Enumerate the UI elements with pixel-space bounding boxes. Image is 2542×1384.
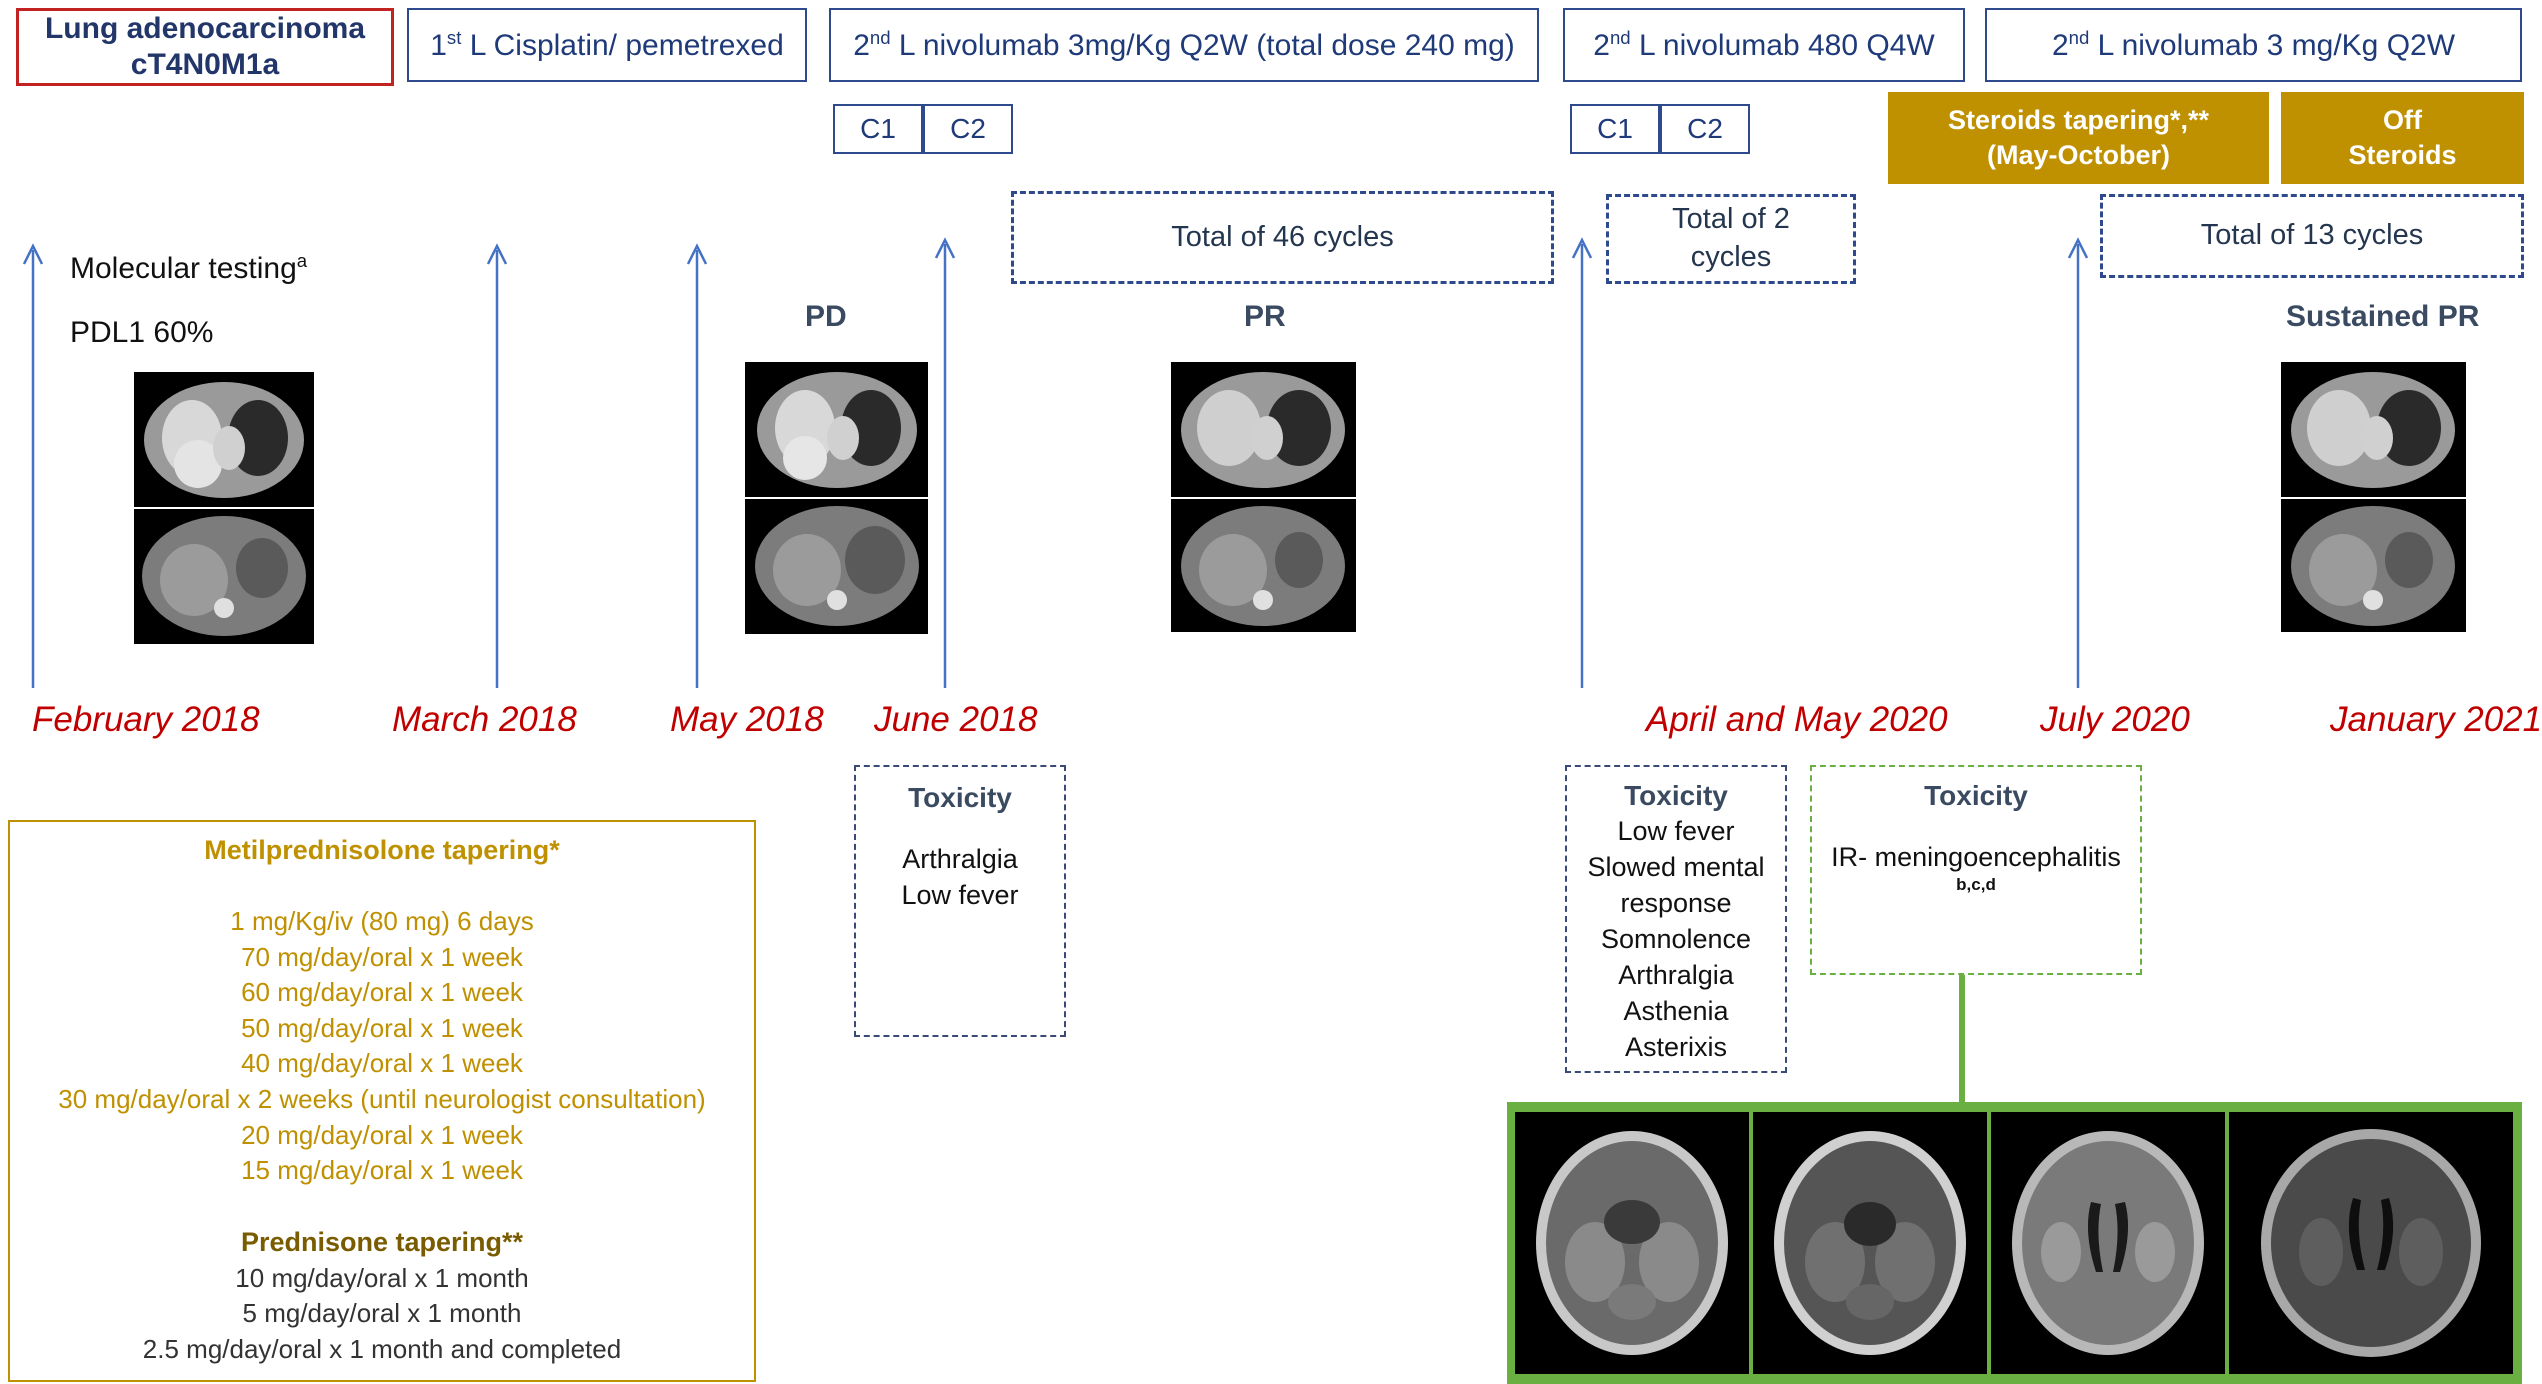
scheme-line: 30 mg/day/oral x 2 weeks (until neurolog… (58, 1084, 706, 1115)
cycle-c1-b: C1 (1570, 104, 1660, 154)
scheme-line: 10 mg/day/oral x 1 month (235, 1262, 529, 1293)
ct-scan-pr (1171, 362, 1356, 632)
scheme-line: 5 mg/day/oral x 1 month (242, 1298, 522, 1329)
scheme-line: 40 mg/day/oral x 1 week (241, 1048, 523, 1079)
mri-image-3 (1991, 1112, 2225, 1374)
toxicity-item: response (1620, 888, 1732, 919)
total-46-label: Total of 46 cycles (1171, 220, 1394, 253)
first-line-label: 1st L Cisplatin/ pemetrexed (430, 27, 784, 62)
scheme-line: 20 mg/day/oral x 1 week (241, 1119, 523, 1150)
steroid-tapering-bar: Steroids tapering*,** (May-October) (1888, 92, 2269, 184)
toxicity-box-june-2018: Toxicity Arthralgia Low fever (854, 765, 1066, 1037)
date-mar-2018: March 2018 (392, 700, 577, 739)
ct-scan-sustained-pr (2281, 362, 2466, 632)
total-13-box: Total of 13 cycles (2100, 194, 2524, 278)
second-line-b-label: 2nd L nivolumab 480 Q4W (1593, 27, 1935, 62)
total-46-box: Total of 46 cycles (1011, 191, 1554, 284)
molecular-testing-label: Molecular testinga (70, 250, 308, 285)
second-line-a-label: 2nd L nivolumab 3mg/Kg Q2W (total dose 2… (853, 27, 1515, 62)
toxicity-title: Toxicity (908, 782, 1012, 813)
status-pd: PD (805, 300, 847, 333)
metilprednisolone-title: Metilprednisolone tapering* (204, 835, 560, 865)
date-jan-2021: January 2021 (2330, 700, 2542, 739)
irae-superscript: b,c,d (1956, 875, 1996, 895)
second-line-c-box: 2nd L nivolumab 3 mg/Kg Q2W (1985, 8, 2522, 82)
toxicity-item: Slowed mental (1587, 852, 1765, 883)
ct-scan-may-2018 (745, 362, 928, 634)
scheme-line: 50 mg/day/oral x 1 week (241, 1012, 523, 1043)
mri-panel (1507, 1102, 2522, 1384)
cycle-c1-a: C1 (833, 104, 923, 154)
pdl1-label: PDL1 60% (70, 316, 214, 349)
steroid-tapering-line1: Steroids tapering*,** (1947, 104, 2210, 135)
date-apr-may-2020: April and May 2020 (1646, 700, 1948, 739)
toxicity-item: Arthralgia (902, 844, 1018, 875)
scheme-line: 15 mg/day/oral x 1 week (241, 1155, 523, 1186)
steroid-scheme-box: Metilprednisolone tapering* 1 mg/Kg/iv (… (8, 820, 756, 1382)
off-steroids-line2: Steroids (2348, 140, 2457, 170)
date-jun-2018: June 2018 (874, 700, 1038, 739)
diagnosis-line2: cT4N0M1a (130, 48, 280, 81)
mri-image-2 (1753, 1112, 1987, 1374)
second-line-b-box: 2nd L nivolumab 480 Q4W (1563, 8, 1965, 82)
first-line-box: 1st L Cisplatin/ pemetrexed (407, 8, 807, 82)
off-steroids-bar: Off Steroids (2281, 92, 2524, 184)
prednisone-title: Prednisone tapering** (240, 1226, 524, 1257)
total-13-label: Total of 13 cycles (2200, 219, 2424, 252)
diagnosis-box: Lung adenocarcinoma cT4N0M1a (16, 8, 394, 86)
total-2-line1: Total of 2 (1672, 203, 1790, 236)
toxicity-item: Arthralgia (1618, 959, 1734, 990)
scheme-line: 1 mg/Kg/iv (80 mg) 6 days (230, 905, 534, 936)
irae-label: IR- meningoencephalitis (1831, 842, 2121, 873)
scheme-line: 60 mg/day/oral x 1 week (241, 977, 523, 1008)
toxicity-item: Asterixis (1624, 1031, 1727, 1062)
toxicity-title: Toxicity (1924, 780, 2028, 811)
cycle-c2-a: C2 (923, 104, 1013, 154)
status-pr: PR (1244, 300, 1286, 333)
toxicity-item: Low fever (1617, 816, 1735, 847)
scheme-line: 2.5 mg/day/oral x 1 month and completed (142, 1334, 622, 1365)
total-2-box: Total of 2 cycles (1606, 194, 1856, 284)
off-steroids-line1: Off (2383, 104, 2422, 135)
cycle-c2-b: C2 (1660, 104, 1750, 154)
diagnosis-line1: Lung adenocarcinoma (44, 12, 366, 45)
date-may-2018: May 2018 (670, 700, 824, 739)
toxicity-item: Asthenia (1623, 995, 1729, 1026)
steroid-tapering-line2: (May-October) (1986, 140, 2170, 170)
toxicity-title: Toxicity (1624, 780, 1728, 811)
mri-image-1 (1515, 1112, 1749, 1374)
status-sustained-pr: Sustained PR (2286, 300, 2480, 333)
mri-image-4 (2229, 1112, 2513, 1374)
toxicity-item: Low fever (901, 880, 1019, 911)
toxicity-item: Somnolence (1600, 923, 1752, 954)
total-2-line2: cycles (1690, 241, 1772, 273)
second-line-a-box: 2nd L nivolumab 3mg/Kg Q2W (total dose 2… (829, 8, 1539, 82)
date-feb-2018: February 2018 (32, 700, 260, 739)
toxicity-box-irae: Toxicity IR- meningoencephalitis b,c,d (1810, 765, 2142, 975)
scheme-line: 70 mg/day/oral x 1 week (241, 941, 523, 972)
toxicity-box-april-2020: Toxicity Low fever Slowed mental respons… (1565, 765, 1787, 1073)
second-line-c-label: 2nd L nivolumab 3 mg/Kg Q2W (2051, 27, 2456, 62)
date-jul-2020: July 2020 (2040, 700, 2190, 739)
ct-scan-feb-2018 (134, 372, 314, 644)
